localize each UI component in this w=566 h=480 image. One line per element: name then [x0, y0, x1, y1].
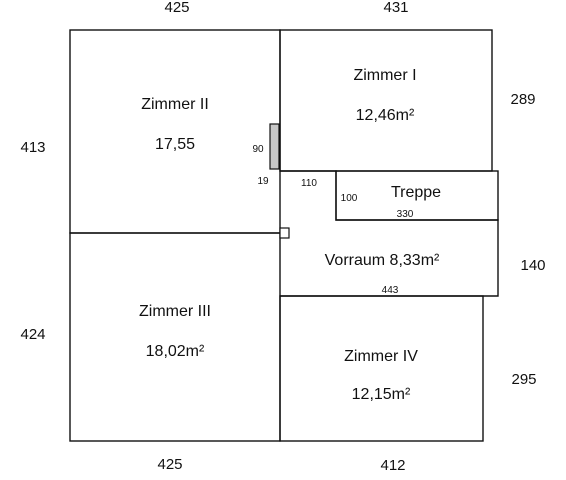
dim-bottom-left: 425 [157, 456, 182, 473]
label-stair-330: 330 [397, 209, 414, 220]
small-measurements: 90 19 110 100 330 443 [252, 144, 413, 296]
label-stair-100: 100 [341, 193, 358, 204]
room-labels: Zimmer II 17,55 Zimmer I 12,46m² Zimmer … [139, 67, 441, 403]
room-zimmer-4-outline [279, 295, 484, 442]
room-zimmer-1-name: Zimmer I [353, 67, 416, 84]
dim-top-left: 425 [164, 0, 189, 16]
room-zimmer-2-name: Zimmer II [141, 96, 209, 113]
dim-left-lower: 424 [20, 326, 45, 343]
room-zimmer-4-name: Zimmer IV [344, 348, 418, 365]
door-marker [269, 123, 280, 170]
room-zimmer-3-area: 18,02m² [146, 343, 205, 360]
room-zimmer-2-outline [69, 29, 281, 234]
room-zimmer-3-outline [69, 232, 281, 442]
room-zimmer-1-area: 12,46m² [356, 107, 415, 124]
room-zimmer-2-area: 17,55 [155, 136, 195, 153]
dim-right-3: 295 [511, 371, 536, 388]
dim-bottom-right: 412 [380, 457, 405, 474]
dimension-labels: 425 431 425 412 413 424 289 140 295 [20, 0, 545, 474]
label-hall-443: 443 [382, 285, 399, 296]
room-zimmer-4-area: 12,15m² [352, 386, 411, 403]
room-zimmer-1-outline [279, 29, 493, 172]
dim-right-1: 289 [510, 91, 535, 108]
label-wall-19: 19 [257, 176, 269, 187]
small-square-marker [279, 227, 290, 239]
room-vorraum-name: Vorraum 8,33m² [325, 252, 440, 269]
room-treppe-name: Treppe [391, 184, 441, 201]
room-vorraum-outline [280, 170, 499, 297]
dim-top-right: 431 [383, 0, 408, 16]
label-door-width: 90 [252, 144, 264, 155]
walls [69, 29, 499, 442]
dim-left-upper: 413 [20, 139, 45, 156]
label-hall-110: 110 [301, 178, 317, 189]
dim-right-2: 140 [520, 257, 545, 274]
room-zimmer-3-name: Zimmer III [139, 303, 211, 320]
